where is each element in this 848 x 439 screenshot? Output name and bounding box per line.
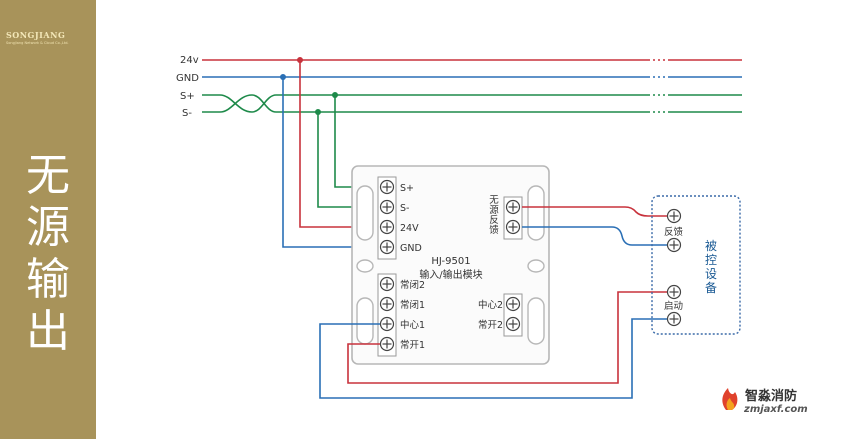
device-name: 被 控 设 备 (705, 239, 717, 295)
device-feedback-label: 反馈 (664, 226, 684, 238)
controlled-device: 反馈 启动 被 控 设 备 (651, 195, 741, 335)
terminal-no2-label: 常开2 (478, 319, 503, 331)
bus-label-24v: 24v (180, 55, 199, 66)
terminal-s-plus-label: S+ (400, 183, 414, 194)
svg-text:源: 源 (489, 205, 499, 216)
terminal-com2-label: 中心2 (478, 299, 503, 311)
svg-text:备: 备 (705, 281, 717, 295)
brand-sub: Songjiang Network & Cloud Co.,Ltd. (6, 41, 69, 45)
module-name: 输入/输出模块 (419, 268, 482, 281)
svg-text:馈: 馈 (489, 224, 499, 236)
side-title-char: 无 (26, 150, 70, 201)
svg-text:控: 控 (705, 253, 717, 267)
feedback-wires (522, 206, 668, 246)
terminal-gnd-label: GND (400, 243, 422, 254)
side-title-char: 源 (26, 202, 70, 253)
device-start-label: 启动 (664, 300, 683, 312)
watermark-name: 智淼消防 (745, 388, 797, 404)
bus-lines: 24v GND S+ S- (176, 54, 742, 119)
module-model: HJ-9501 (431, 256, 470, 267)
flame-icon (722, 388, 738, 410)
terminal-s-minus-label: S- (400, 203, 409, 214)
bus-label-s-plus: S+ (180, 91, 195, 102)
terminal-no1-label: 常开1 (400, 339, 425, 351)
svg-text:无: 无 (489, 195, 499, 206)
module-box: S+ S- 24V GND 无 源 反 馈 HJ-9501 输入/输出模块 (351, 165, 550, 365)
bus-s-plus-line (202, 94, 742, 113)
feedback-label: 无 源 反 馈 (489, 195, 499, 236)
side-title-char: 输 (26, 254, 70, 305)
svg-text:被: 被 (705, 239, 717, 253)
terminal-24v-label: 24V (400, 223, 419, 234)
side-title-char: 出 (26, 306, 70, 357)
svg-text:设: 设 (705, 267, 717, 281)
brand-name: SONGJIANG (6, 30, 66, 40)
watermark-url: zmjaxf.com (743, 404, 808, 415)
watermark: 智淼消防 zmjaxf.com (722, 388, 808, 415)
start-wires (319, 291, 668, 399)
terminal-nc2-label: 常闭2 (400, 279, 425, 291)
terminal-com1-label: 中心1 (400, 319, 425, 331)
sidebar: SONGJIANG Songjiang Network & Cloud Co.,… (0, 0, 96, 439)
bus-label-s-minus: S- (182, 108, 192, 119)
svg-text:反: 反 (489, 215, 499, 226)
terminal-nc1-label: 常闭1 (400, 299, 425, 311)
side-title: 无 源 输 出 (0, 150, 96, 358)
bus-label-gnd: GND (176, 73, 199, 84)
bus-s-minus-line (202, 94, 742, 113)
brand-logo: SONGJIANG Songjiang Network & Cloud Co.,… (6, 30, 92, 45)
